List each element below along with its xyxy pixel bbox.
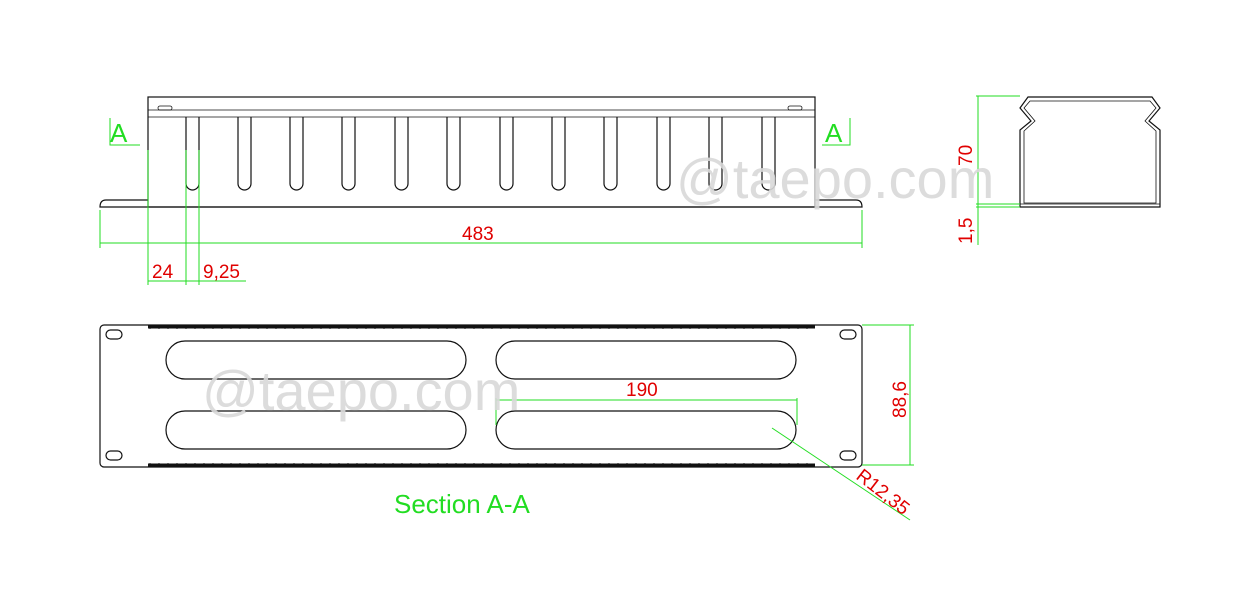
- comb-slot: [708, 117, 723, 191]
- comb-slot: [603, 117, 618, 191]
- dim-radius: R12,35: [771, 427, 913, 521]
- dim-side-height: 70: [956, 95, 1020, 245]
- front-view: [99, 96, 863, 208]
- mount-hole-bottom-right: [839, 450, 857, 461]
- mount-hole-bottom-left: [105, 450, 123, 461]
- watermark-top: @taepo.com: [676, 147, 994, 210]
- side-profile-outer: [1019, 96, 1161, 208]
- comb-slot: [394, 117, 409, 191]
- comb-slots: [185, 117, 776, 191]
- dim-slot-width-value: 9,25: [203, 262, 240, 283]
- section-title: Section A-A: [394, 489, 531, 519]
- left-latch: [157, 105, 173, 111]
- section-marker-left: A: [109, 118, 140, 148]
- mount-hole-top-right: [839, 329, 857, 340]
- side-profile-inner: [1023, 100, 1157, 204]
- comb-slot: [289, 117, 304, 191]
- dim-slot-width: 9,25: [186, 150, 246, 285]
- comb-slot: [446, 117, 461, 191]
- dim-side-height-value: 70: [956, 145, 977, 166]
- dim-total-width-value: 483: [462, 224, 494, 245]
- comb-slot: [341, 117, 356, 191]
- section-marker-right-label: A: [825, 118, 843, 148]
- dim-slot-pitch: 24: [147, 150, 187, 285]
- dim-slot-length-value: 190: [626, 380, 658, 401]
- panel-edge-ticks: [148, 325, 815, 467]
- dim-panel-height: 88,6: [862, 324, 914, 466]
- oblong-slot-top-right: [495, 340, 797, 380]
- dim-side-thickness-value: 1,5: [956, 218, 977, 244]
- comb-slot: [499, 117, 514, 191]
- comb-slot: [656, 117, 671, 191]
- comb-slot: [237, 117, 252, 191]
- right-latch: [787, 105, 803, 111]
- comb-slot: [551, 117, 566, 191]
- section-marker-left-label: A: [110, 118, 128, 148]
- oblong-slot-top-left: [165, 340, 467, 380]
- dim-slot-pitch-value: 24: [152, 262, 174, 283]
- side-view: [1019, 96, 1161, 208]
- mounting-ear-flange: [99, 199, 863, 208]
- dim-side-thickness: 1,5: [956, 206, 1020, 244]
- dim-slot-length: 190: [495, 380, 798, 425]
- panel-outline: [99, 324, 863, 468]
- mount-hole-top-left: [105, 329, 123, 340]
- section-marker-right: A: [822, 118, 851, 148]
- section-view: [99, 324, 863, 468]
- dim-radius-value: R12,35: [852, 465, 913, 519]
- comb-slot: [761, 117, 776, 191]
- dim-total-width: 483: [99, 210, 863, 248]
- oblong-slot-bottom-left: [165, 410, 467, 450]
- watermark-bottom: @taepo.com: [202, 359, 520, 422]
- dim-panel-height-value: 88,6: [890, 381, 911, 418]
- comb-slot: [185, 117, 200, 191]
- oblong-slot-bottom-right: [495, 410, 797, 450]
